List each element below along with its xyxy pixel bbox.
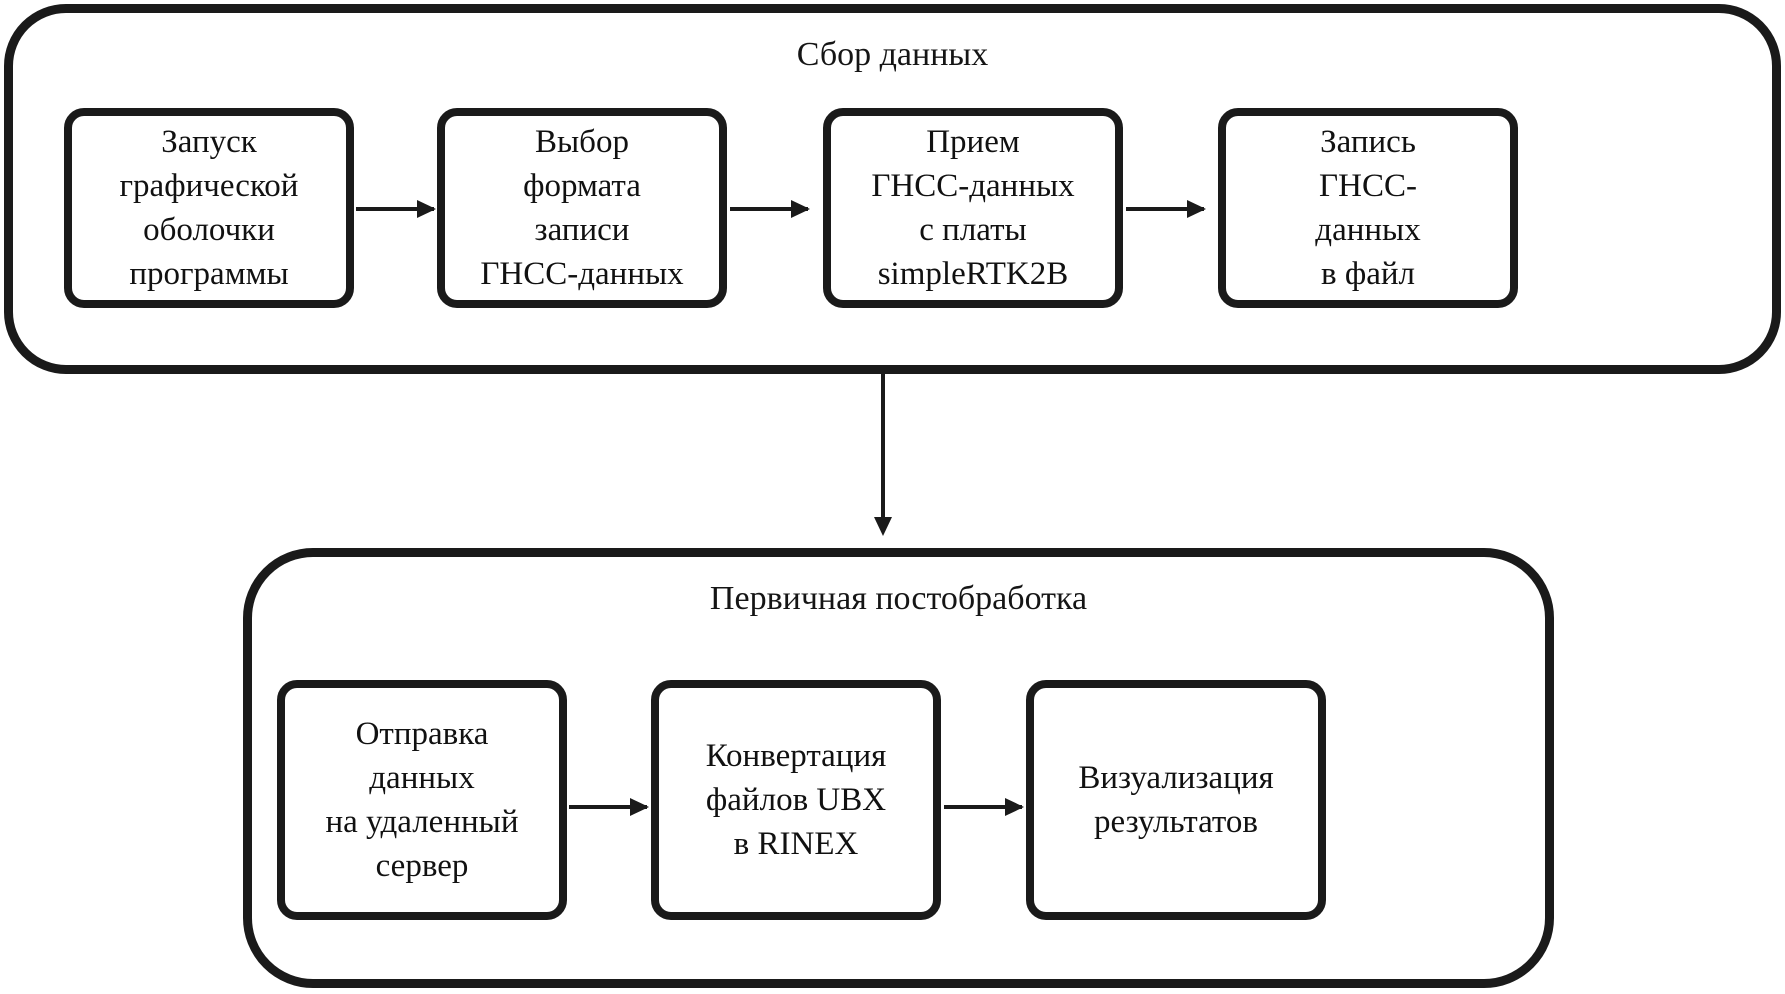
arrow-format-to-receive — [730, 207, 808, 211]
step-send-remote-line-2: данных — [369, 759, 475, 796]
step-visualize-line-2: результатов — [1094, 804, 1258, 840]
step-receive-gnss-line-1: Прием — [926, 123, 1020, 160]
step-convert-ubx-line-1: Конвертация — [705, 737, 887, 774]
arrow-send-to-convert — [569, 805, 647, 809]
step-send-remote-line-4: сервер — [375, 848, 469, 885]
step-visualize[interactable]: Визуализация результатов — [1026, 680, 1326, 920]
arrow-launch-to-format — [356, 207, 434, 211]
step-send-remote-line-1: Отправка — [355, 715, 489, 752]
step-write-file-line-4: в файл — [1321, 256, 1415, 293]
step-receive-gnss[interactable]: Прием ГНСС-данных с платы simpleRTK2B — [823, 108, 1123, 308]
step-receive-gnss-line-4: simpleRTK2B — [877, 256, 1069, 293]
step-receive-gnss-line-3: с платы — [919, 212, 1027, 248]
step-convert-ubx-line-3: в RINEX — [733, 826, 859, 863]
step-select-format-line-1: Выбор — [535, 123, 629, 160]
group-primary-postprocessing-title: Первичная постобработка — [709, 580, 1088, 617]
step-send-remote-line-3: на удаленный — [325, 804, 519, 840]
step-launch-gui-line-4: программы — [129, 256, 289, 293]
step-write-file-line-1: Запись — [1320, 123, 1416, 160]
arrow-receive-to-write — [1126, 207, 1204, 211]
step-launch-gui[interactable]: Запуск графической оболочки программы — [64, 108, 354, 308]
arrow-convert-to-visualize — [944, 805, 1022, 809]
step-select-format-line-2: формата — [523, 167, 641, 204]
step-launch-gui-line-1: Запуск — [161, 123, 257, 160]
step-convert-ubx[interactable]: Конвертация файлов UBX в RINEX — [651, 680, 941, 920]
step-receive-gnss-line-2: ГНСС-данных — [871, 167, 1075, 204]
step-visualize-line-1: Визуализация — [1078, 759, 1274, 796]
step-write-file-line-2: ГНСС- — [1319, 167, 1417, 204]
arrow-collection-to-postprocessing — [881, 374, 885, 519]
step-send-remote[interactable]: Отправка данных на удаленный сервер — [277, 680, 567, 920]
step-select-format-line-3: записи — [534, 212, 630, 248]
step-launch-gui-line-2: графической — [119, 167, 299, 204]
step-select-format-line-4: ГНСС-данных — [480, 256, 684, 293]
step-write-file-line-3: данных — [1315, 212, 1421, 248]
step-write-file[interactable]: Запись ГНСС- данных в файл — [1218, 108, 1518, 308]
step-select-format[interactable]: Выбор формата записи ГНСС-данных — [437, 108, 727, 308]
group-data-collection-title: Сбор данных — [796, 36, 989, 73]
step-convert-ubx-line-2: файлов UBX — [705, 781, 887, 818]
step-launch-gui-line-3: оболочки — [143, 212, 275, 248]
